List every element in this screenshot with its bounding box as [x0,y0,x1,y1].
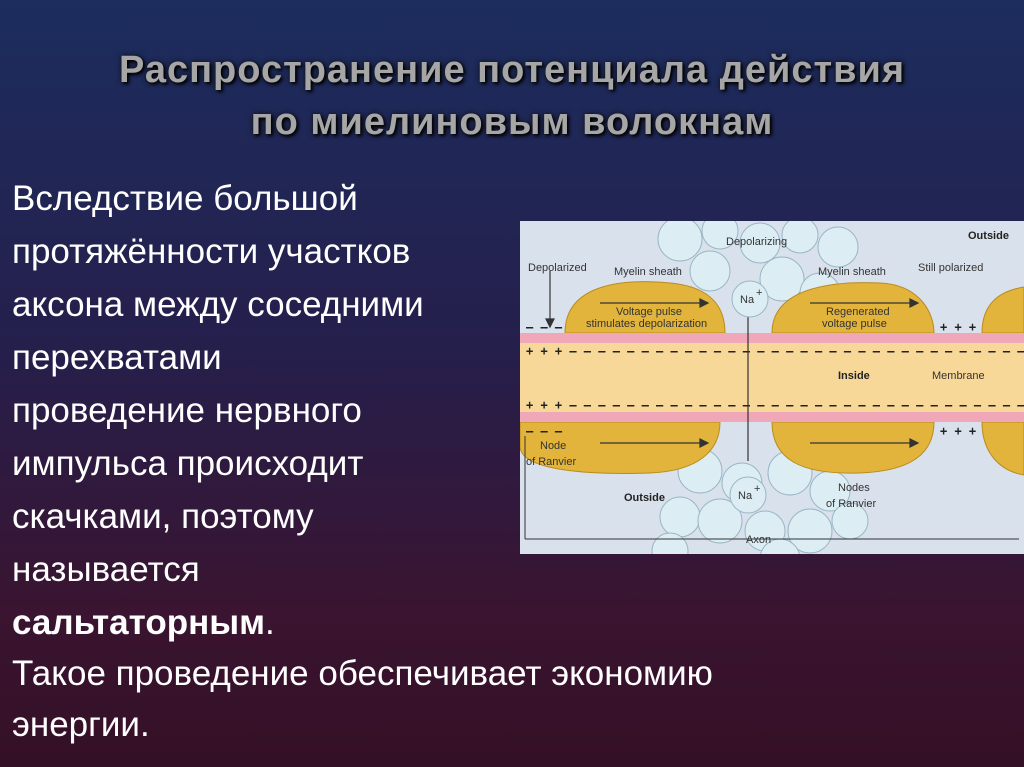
bold-term: сальтаторным [12,603,265,642]
label-regenerated-2: voltage pulse [822,318,887,330]
label-membrane: Membrane [932,370,985,382]
body-line-last: сальтаторным. [12,596,512,649]
label-depolarizing: Depolarizing [726,236,787,248]
body-line: перехватами [12,338,222,377]
label-na-bottom-plus: + [754,483,760,495]
body-line: протяжённости участков [12,232,411,271]
body-line: импульса происходит [12,444,364,483]
label-voltage-pulse-1: Voltage pulse [616,306,682,318]
svg-text:+ + + – – – – – – – – – – – –: + + + – – – – – – – – – – – – – – – – – … [526,398,1024,412]
svg-text:+ + +: + + + [940,424,976,438]
na-ion-top [731,280,769,318]
period: . [265,603,275,642]
charge-signs: – – – + + + – – – – – – – – – – – – – – … [526,320,1024,438]
body-line: аксона между соседними [12,285,424,324]
label-myelin-left: Myelin sheath [614,266,682,278]
label-nodes-2: of Ranvier [826,498,876,510]
second-line: энергии. [12,705,150,744]
body-line: называется [12,550,200,589]
label-outside-bottom: Outside [624,492,665,504]
axon-interior [520,343,1024,412]
svg-text:– – –: – – – [526,424,563,438]
label-outside-top: Outside [968,230,1009,242]
membrane-bottom [520,412,1024,422]
second-line: Такое проведение обеспечивает экономию [12,654,713,693]
body-line: скачками, поэтому [12,497,314,536]
myelin-sheath-bottom [520,421,1024,476]
svg-text:+ + + – – – – – – – – – – – –: + + + – – – – – – – – – – – – – – – – – … [526,344,1024,358]
label-voltage-pulse-2: stimulates depolarization [586,318,707,330]
slide-title-line-2: по миелиновым волокнам [250,101,774,143]
diagram-svg: – – – + + + – – – – – – – – – – – – – – … [520,221,1024,554]
svg-text:– – –: – – – [526,320,563,334]
body-line: Вследствие большой [12,179,358,218]
body-paragraph: Вследствие большой протяжённости участко… [12,172,512,649]
label-na-top: Na [740,294,755,306]
label-node-1: Node [540,440,566,452]
na-ion-bottom [729,476,767,514]
membrane-top [520,333,1024,343]
svg-text:+ + +: + + + [940,320,976,334]
label-na-bottom: Na [738,490,753,502]
slide-title-line-1: Распространение потенциала действия [118,49,906,91]
label-regenerated-1: Regenerated [826,306,890,318]
label-inside: Inside [838,370,870,382]
second-paragraph: Такое проведение обеспечивает экономию э… [12,648,1002,750]
label-na-top-plus: + [756,287,762,299]
body-line: проведение нервного [12,391,362,430]
label-nodes-1: Nodes [838,482,870,494]
slide-title: Распространение потенциала действия по м… [0,44,1024,148]
saltatory-conduction-diagram: – – – + + + – – – – – – – – – – – – – – … [520,221,1024,554]
label-still-polarized: Still polarized [918,262,983,274]
myelin-sheath-top [564,281,1024,334]
label-depolarized: Depolarized [528,262,587,274]
label-node-2: of Ranvier [526,456,576,468]
arrows [524,271,1019,540]
label-axon: Axon [746,534,771,546]
label-myelin-right: Myelin sheath [818,266,886,278]
